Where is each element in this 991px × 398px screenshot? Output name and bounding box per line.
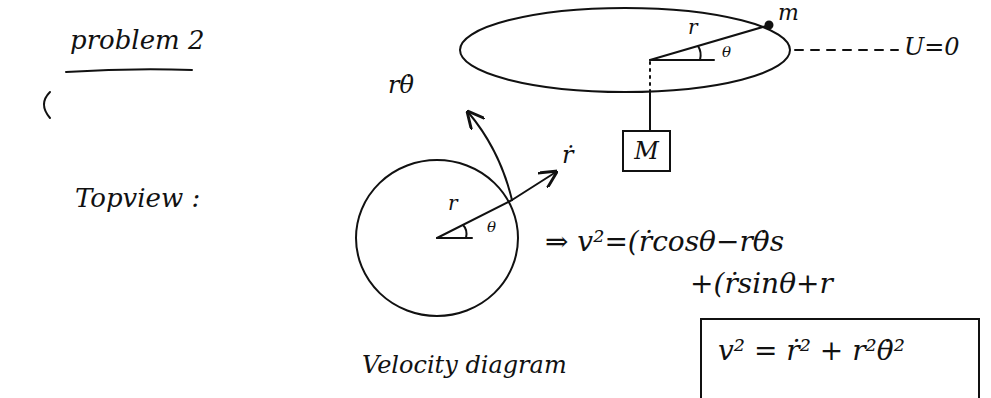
radius-label: r [448,192,458,215]
angle-label: θ [722,44,731,61]
title-note: problem 2 [70,26,205,56]
potential-label: U=0 [904,34,960,62]
equation-line: +(ṙsinθ+r [690,268,833,300]
caption-note: Velocity diagram [362,352,567,380]
stray-mark [44,92,50,118]
velocity-label: ṙ [562,142,573,170]
mass-label: m [778,0,799,25]
radius-label: r [688,16,698,39]
mass-dot [766,22,773,29]
top-view-disk [356,160,518,316]
string [649,93,651,130]
velocity-label: rθ̇ [388,72,414,100]
reference-line [650,59,714,61]
angle-label: θ [487,219,496,236]
box-text: M [634,138,659,166]
datum-line [795,49,898,51]
result-box: v² = ṙ² + r²θ̇² [700,318,980,398]
tangential-velocity-arrow [468,112,512,200]
string-hidden [649,62,651,92]
equation-line: ⇒ v²=(ṙcosθ−rθ̇s [545,226,784,258]
mass-box: M [622,130,671,172]
radial-velocity-arrow [512,172,556,200]
angle-arc [463,225,467,238]
angle-arc [698,46,701,60]
underline [66,69,192,72]
table-disk [460,8,790,92]
radius-line [650,26,766,60]
view-label: Topview : [75,184,200,214]
box-text: v² = ṙ² + r²θ̇² [718,335,905,367]
